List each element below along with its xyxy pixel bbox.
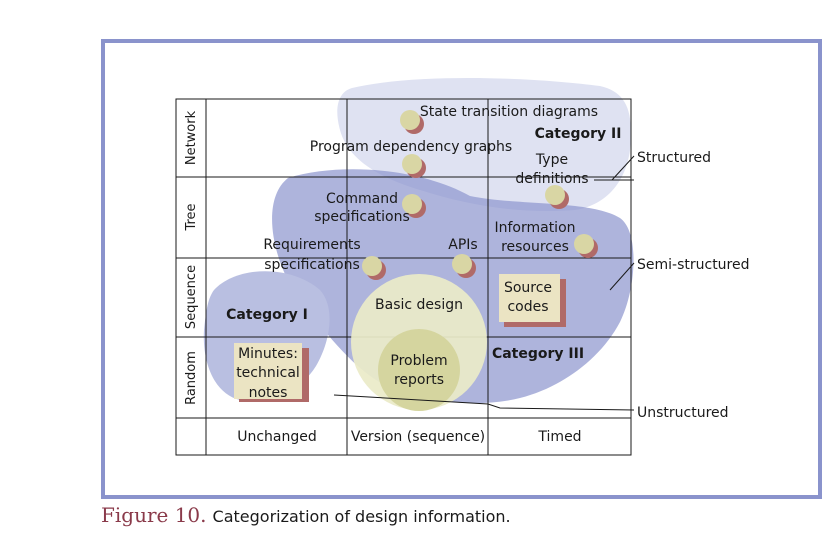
row-label-network: Network (184, 110, 199, 165)
apis-label: APIs (448, 237, 477, 253)
item-dot (402, 154, 426, 178)
item-dot (362, 256, 386, 280)
requirements-specifications-label: Requirements (263, 237, 360, 253)
basic-design-label: Basic design (375, 297, 463, 313)
unstructured-label: Unstructured (637, 405, 729, 421)
problem-reports-circle (378, 329, 460, 411)
minutes-label: notes (249, 385, 288, 401)
command-specifications-label: specifications (314, 209, 410, 225)
item-dot (452, 254, 476, 278)
item-dot (574, 234, 598, 258)
semi-structured-label: Semi-structured (637, 257, 750, 273)
figure-caption-text: Categorization of design information. (212, 507, 511, 526)
category-ii-label: Category II (535, 126, 622, 142)
row-label-sequence: Sequence (184, 265, 199, 329)
information-resources-label: resources (501, 239, 569, 255)
item-dot (400, 110, 424, 134)
category-i-label: Category I (226, 307, 308, 323)
figure-caption: Figure 10. Categorization of design infor… (101, 503, 511, 527)
structured-label: Structured (637, 150, 711, 166)
problem-reports-label: Problem (390, 353, 447, 369)
column-label-unchanged: Unchanged (237, 429, 317, 445)
column-label-version: Version (sequence) (351, 429, 485, 445)
item-dot (402, 194, 426, 218)
source-codes-note (499, 274, 566, 327)
row-label-random: Random (184, 351, 199, 405)
source-codes-label: codes (507, 299, 548, 315)
requirements-specifications-label: specifications (264, 257, 360, 273)
source-codes-label: Source (504, 280, 552, 296)
minutes-note (234, 343, 309, 402)
type-definitions-label: Type (535, 152, 568, 168)
information-resources-label: Information (494, 220, 575, 236)
row-label-tree: Tree (184, 203, 199, 231)
item-dot (545, 185, 569, 209)
problem-reports-label: reports (394, 372, 444, 388)
program-dependency-label: Program dependency graphs (310, 139, 512, 155)
minutes-label: Minutes: (238, 346, 298, 362)
figure-number: Figure 10. (101, 503, 207, 527)
minutes-label: technical (236, 365, 300, 381)
type-definitions-label: definitions (515, 171, 588, 187)
leader-lines (333, 155, 635, 411)
category-iii-label: Category III (492, 346, 584, 362)
command-specifications-label: Command (326, 191, 398, 207)
column-label-timed: Timed (537, 429, 581, 445)
state-transition-label: State transition diagrams (420, 104, 598, 120)
